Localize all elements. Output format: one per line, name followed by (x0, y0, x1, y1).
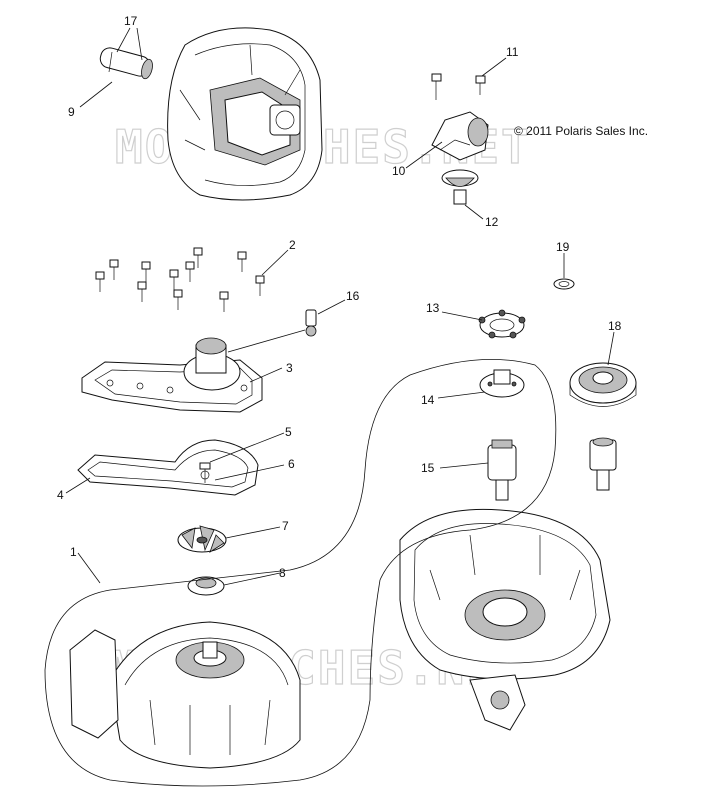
callout-1: 1 (70, 545, 77, 559)
callout-6: 6 (288, 457, 295, 471)
callout-15: 15 (421, 461, 435, 475)
callout-5: 5 (285, 425, 292, 439)
part-9-tube (99, 47, 153, 80)
leader-lines (65, 27, 615, 586)
copyright-text: © 2011 Polaris Sales Inc. (514, 124, 648, 138)
part-11-bolts (431, 73, 486, 100)
callout-14: 14 (421, 393, 435, 407)
callout-19: 19 (556, 240, 570, 254)
callout-11: 11 (506, 45, 519, 59)
callout-17: 17 (124, 14, 138, 28)
part-4-gasket (77, 439, 259, 496)
part-12-thermostat (441, 169, 479, 205)
part-10-thermostat-housing (431, 111, 489, 161)
callout-10: 10 (392, 164, 406, 178)
right-housing-illustration (399, 508, 611, 731)
callout-16: 16 (346, 289, 360, 303)
callout-8: 8 (279, 566, 286, 580)
part-14-plate (479, 369, 525, 398)
part-16-fitting (305, 309, 317, 337)
callout-3: 3 (286, 361, 293, 375)
callout-7: 7 (282, 519, 289, 533)
upper-housing-illustration (167, 27, 323, 201)
callout-9: 9 (68, 105, 75, 119)
part-15-shaft (487, 439, 517, 501)
callout-4: 4 (57, 488, 64, 502)
callout-12: 12 (485, 215, 499, 229)
part-18-bearing (569, 362, 637, 491)
callout-13: 13 (426, 301, 440, 315)
part-19-washer (553, 278, 575, 290)
callout-18: 18 (608, 319, 622, 333)
part-8-seal (187, 576, 225, 596)
callout-numbers: 17 9 11 10 12 2 19 16 13 18 3 14 5 6 15 … (57, 14, 622, 580)
part-6-bolt (199, 462, 211, 483)
left-housing-illustration (69, 621, 301, 769)
part-1-group-outline (44, 359, 557, 787)
part-7-impeller (177, 525, 227, 553)
callout-2: 2 (289, 238, 296, 252)
part-13-ring (478, 309, 526, 339)
part-2-bolts (95, 247, 265, 312)
part-3-pump-cover (81, 337, 263, 413)
